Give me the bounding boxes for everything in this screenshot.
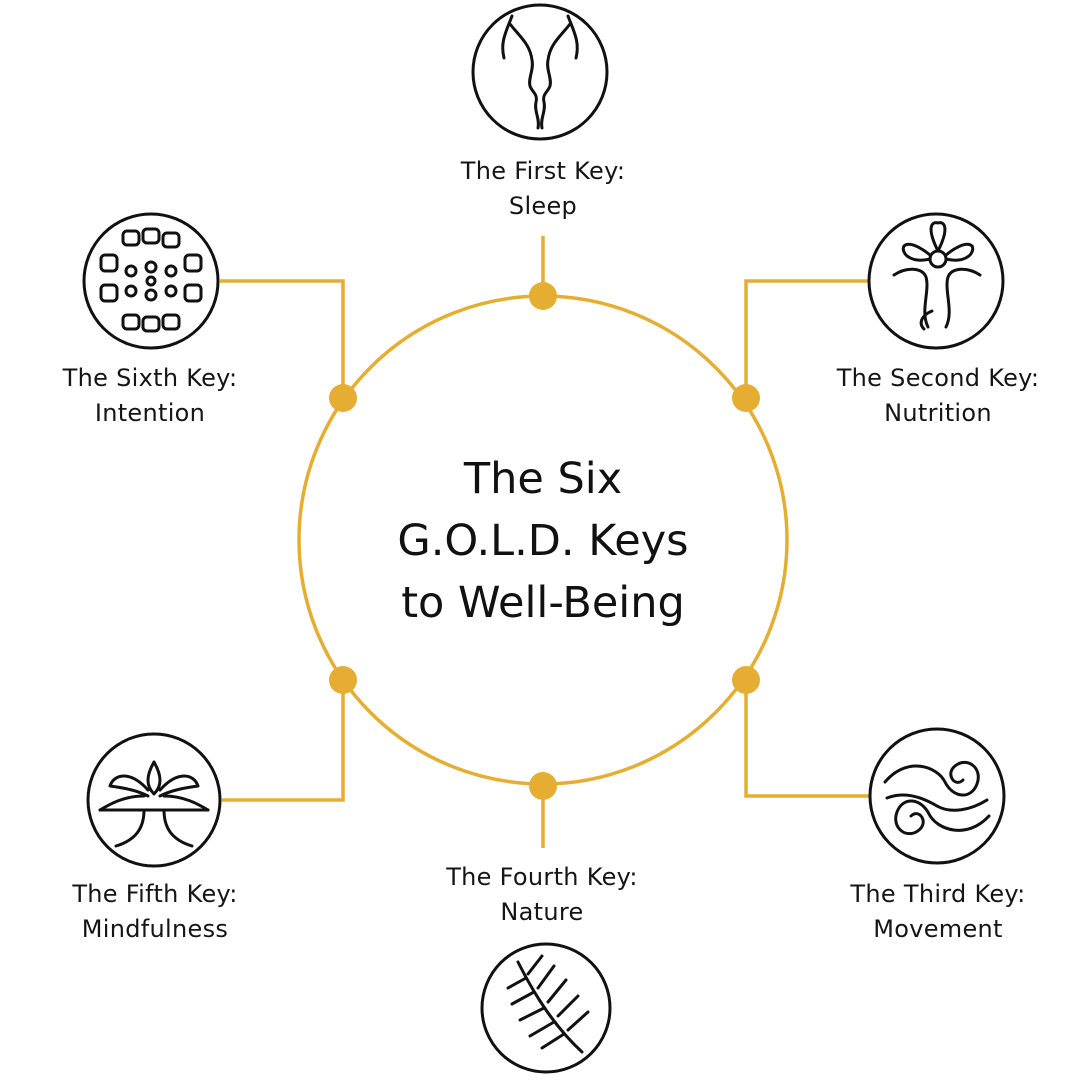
node-dot-fifth <box>329 666 357 694</box>
title-line-3: to Well-Being <box>401 578 685 628</box>
key-label-sixth: The Sixth Key: Intention <box>50 361 250 431</box>
node-dot-fourth <box>529 772 557 800</box>
key-label-fourth-name: Nature <box>500 898 584 926</box>
key-label-sixth-title: The Sixth Key: <box>62 364 238 392</box>
lotus-tree-icon <box>86 732 222 868</box>
key-label-first-title: The First Key: <box>460 157 626 185</box>
key-label-first-name: Sleep <box>508 192 578 220</box>
key-label-fifth: The Fifth Key: Mindfulness <box>55 877 255 947</box>
node-dot-sixth <box>329 384 357 412</box>
key-label-first: The First Key: Sleep <box>443 154 643 224</box>
connector-third <box>744 680 870 798</box>
key-label-fifth-title: The Fifth Key: <box>72 880 238 908</box>
node-dot-third <box>732 666 760 694</box>
key-label-fourth: The Fourth Key: Nature <box>431 860 653 930</box>
connector-fifth <box>222 680 345 802</box>
key-label-second-title: The Second Key: <box>836 364 1040 392</box>
flower-face-icon <box>867 212 1005 350</box>
footprint-icon <box>82 212 220 350</box>
faces-profile-icon <box>471 3 609 141</box>
key-label-third: The Third Key: Movement <box>838 877 1038 947</box>
title-line-2: G.O.L.D. Keys <box>397 516 689 566</box>
key-label-third-name: Movement <box>873 915 1003 943</box>
node-dot-second <box>732 384 760 412</box>
key-label-sixth-name: Intention <box>94 399 206 427</box>
node-dot-first <box>529 282 557 310</box>
key-label-third-title: The Third Key: <box>850 880 1026 908</box>
swirl-wave-icon <box>868 727 1006 865</box>
key-label-fourth-title: The Fourth Key: <box>446 863 638 891</box>
connector-second <box>744 279 868 398</box>
key-label-second-name: Nutrition <box>884 399 992 427</box>
connector-sixth <box>220 279 345 398</box>
title-line-1: The Six <box>463 454 623 504</box>
key-label-fifth-name: Mindfulness <box>81 915 229 943</box>
key-label-second: The Second Key: Nutrition <box>828 361 1048 431</box>
fern-leaf-icon <box>480 942 612 1074</box>
diagram-title: The Six G.O.L.D. Keys to Well-Being <box>340 448 746 634</box>
